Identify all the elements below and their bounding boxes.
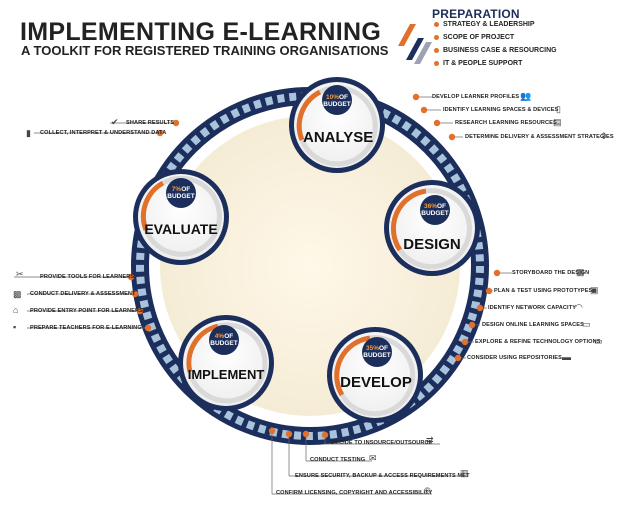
task-label: PLAN & TEST USING PROTOTYPES <box>494 288 593 294</box>
evaluate-circle <box>133 169 229 265</box>
page-title: IMPLEMENTING E-LEARNING <box>20 18 382 46</box>
task-label: EXPLORE & REFINE TECHNOLOGY OPTIONS <box>475 339 601 345</box>
task-label: DETERMINE DELIVERY & ASSESSMENT STRATEGI… <box>465 134 614 140</box>
analyse-circle <box>289 77 385 173</box>
bullet-icon <box>434 60 439 66</box>
task-label: CONFIRM LICENSING, COPYRIGHT AND ACCESSI… <box>276 490 433 496</box>
preparation-item: SCOPE OF PROJECT <box>434 34 514 41</box>
phase-implement: IMPLEMENT <box>187 367 265 382</box>
bar-chart-icon: ▮ <box>26 128 31 138</box>
task-label: DEVELOP LEARNER PROFILES <box>432 94 520 100</box>
chevron-track <box>136 92 484 440</box>
calendar-icon: ▦ <box>576 267 585 277</box>
delivery-icon: ▩ <box>13 289 22 299</box>
bullet-icon <box>434 21 439 27</box>
swap-icon: ⇄ <box>426 435 434 445</box>
bullet-icon <box>434 34 439 40</box>
page-subtitle: A TOOLKIT FOR REGISTERED TRAINING ORGANI… <box>21 43 389 58</box>
develop-circle <box>327 327 423 423</box>
task-label: CONDUCT DELIVERY & ASSESSMENT <box>30 291 136 297</box>
check-icon: ✔ <box>111 117 119 127</box>
prototype-icon: ▣ <box>590 285 599 295</box>
monitor-icon: ▭ <box>582 319 591 329</box>
task-label: PROVIDE ENTRY POINT FOR LEARNERS <box>30 308 143 314</box>
task-label: PROVIDE TOOLS FOR LEARNERS <box>40 274 135 280</box>
copyright-icon: © <box>424 486 431 496</box>
teacher-icon: ▪ <box>13 322 17 332</box>
preparation-item: IT & PEOPLE SUPPORT <box>434 60 522 67</box>
task-label: STORYBOARD THE DESIGN <box>512 270 590 276</box>
preparation-item: STRATEGY & LEADERSHIP <box>434 21 535 28</box>
phase-develop: DEVELOP <box>340 374 412 391</box>
implement-circle <box>178 315 274 411</box>
phase-design: DESIGN <box>403 236 461 253</box>
server-icon: ▥ <box>460 468 469 478</box>
task-label: CONSIDER USING REPOSITORIES <box>467 355 562 361</box>
task-label: RESEARCH LEARNING RESOURCES <box>455 120 557 126</box>
preparation-heading: PREPARATION <box>432 7 520 21</box>
bullet-icon <box>434 47 439 53</box>
connector-lines <box>14 96 512 495</box>
task-label: SHARE RESULTS <box>126 120 175 126</box>
repository-icon: ▬ <box>562 352 571 362</box>
devices-icon: ▯ <box>556 104 561 114</box>
task-label: ENSURE SECURITY, BACKUP & ACCESS REQUIRE… <box>295 473 470 479</box>
task-label: DESIGN ONLINE LEARNING SPACES <box>482 322 584 328</box>
task-label: COLLECT, INTERPRET & UNDERSTAND DATA <box>40 130 167 136</box>
task-dots <box>127 93 501 439</box>
design-circle <box>384 180 480 276</box>
task-label: IDENTIFY NETWORK CAPACITY <box>488 305 577 311</box>
preparation-item: BUSINESS CASE & RESOURCING <box>434 47 557 54</box>
home-icon: ⌂ <box>13 305 19 315</box>
laptop-icon: ▭ <box>594 336 603 346</box>
task-label: IDENTIFY LEARNING SPACES & DEVICES <box>443 107 559 113</box>
task-label: DECIDE TO INSOURCE/OUTSOURCE <box>331 440 433 446</box>
wifi-icon: ◠ <box>575 302 583 312</box>
arrows-icon: ⇕ <box>600 131 608 141</box>
book-icon: ▤ <box>553 117 562 127</box>
task-label: PREPARE TEACHERS FOR E-LEARNING <box>30 325 142 331</box>
phase-evaluate: EVALUATE <box>144 221 218 237</box>
preparation-stripes-icon <box>398 24 432 64</box>
phase-analyse: ANALYSE <box>303 129 374 146</box>
users-icon: 👥 <box>520 91 532 101</box>
mail-icon: ✉ <box>369 453 377 463</box>
task-label: CONDUCT TESTING <box>310 457 366 463</box>
tools-icon: ✂ <box>16 269 24 279</box>
